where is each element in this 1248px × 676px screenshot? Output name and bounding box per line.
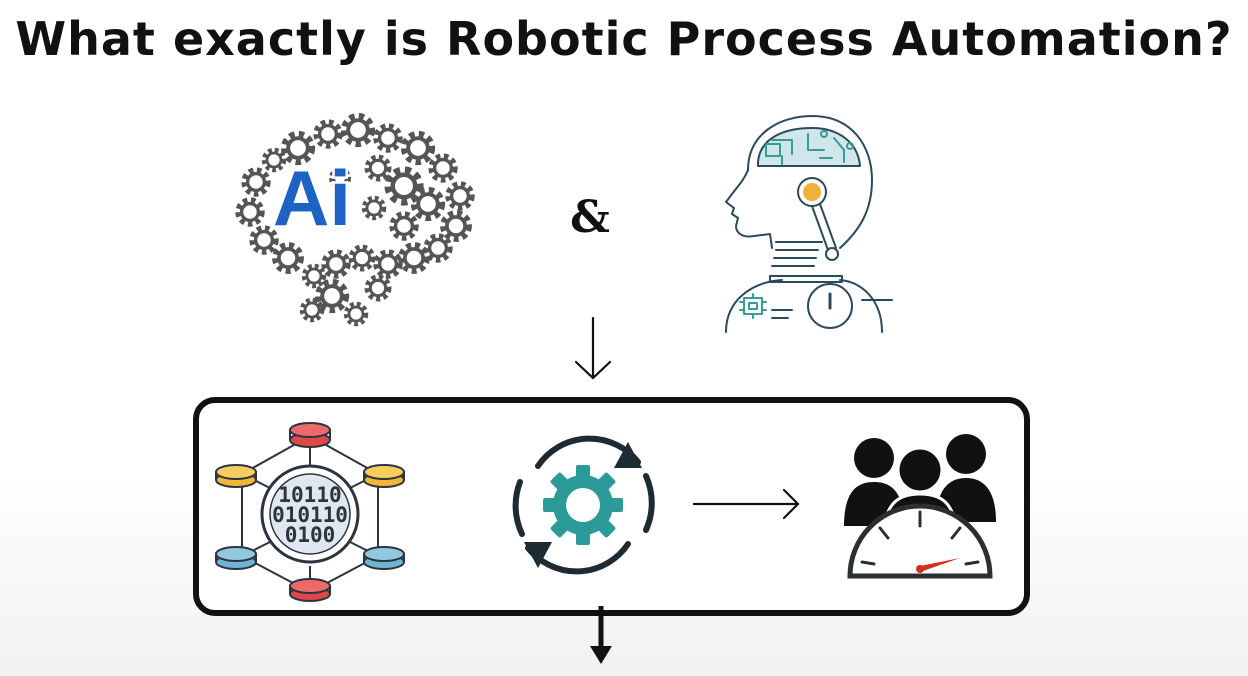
team-performance-gauge-icon bbox=[844, 434, 996, 579]
binary-line-3: 0100 bbox=[285, 523, 336, 547]
down-arrow-icon bbox=[574, 316, 612, 380]
database-node-right-lower bbox=[363, 546, 405, 570]
robot-head-icon bbox=[725, 115, 893, 333]
binary-line-2: 010110 bbox=[272, 503, 348, 527]
down-output-arrow-icon bbox=[590, 606, 612, 664]
ai-brain-gears-icon: Ai bbox=[235, 112, 475, 327]
data-network-icon: 10110 010110 0100 bbox=[215, 422, 405, 602]
binary-line-1: 10110 bbox=[278, 483, 341, 507]
page-title: What exactly is Robotic Process Automati… bbox=[15, 12, 1233, 66]
database-node-left-lower bbox=[215, 546, 257, 570]
right-arrow-icon bbox=[692, 488, 800, 520]
database-node-right-upper bbox=[363, 464, 405, 488]
database-node-top bbox=[289, 422, 331, 448]
ampersand-connector: & bbox=[570, 192, 610, 243]
automation-cycle-gear-icon bbox=[512, 435, 655, 575]
ai-label: Ai bbox=[273, 154, 351, 242]
database-node-left-upper bbox=[215, 464, 257, 488]
database-node-bottom bbox=[289, 578, 331, 602]
